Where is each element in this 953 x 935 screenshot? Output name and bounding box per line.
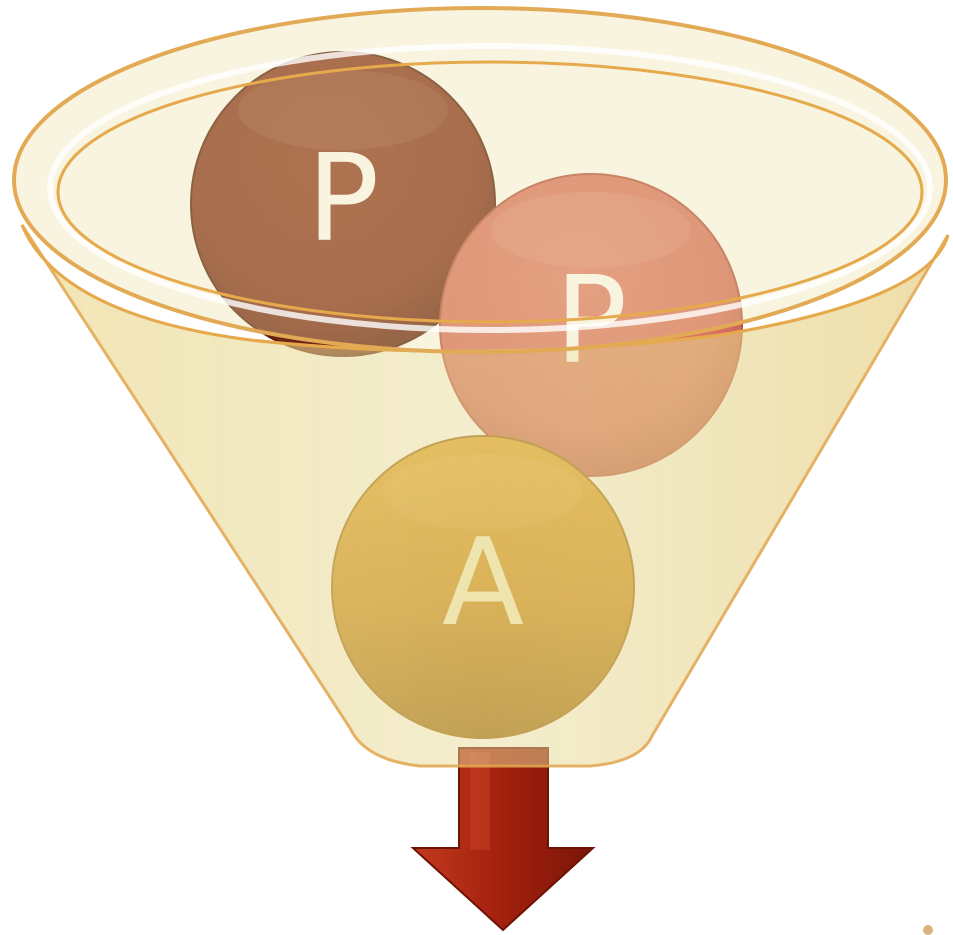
funnel-rim: [12, 6, 948, 354]
down-arrow-icon: [410, 747, 596, 932]
corner-mark: [923, 925, 933, 935]
ball-p-dark: P: [190, 51, 496, 357]
ball-label-p-dark: P: [307, 130, 379, 269]
